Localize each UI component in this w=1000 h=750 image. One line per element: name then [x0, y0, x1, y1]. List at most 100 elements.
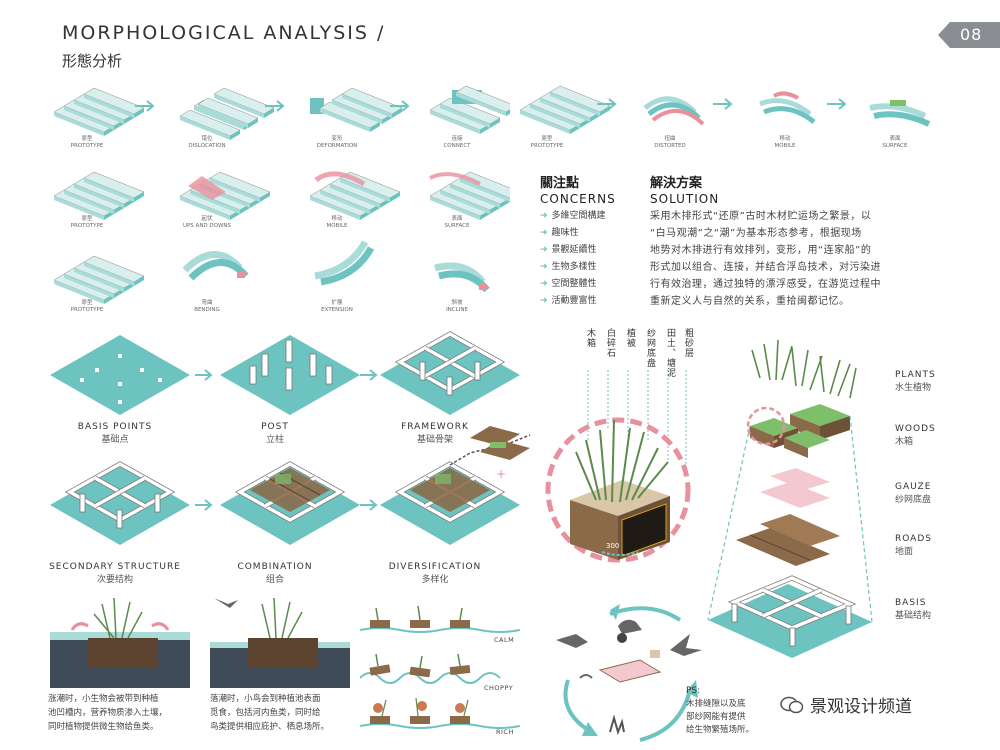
distorted-shape [643, 96, 705, 126]
planter-detail [545, 370, 702, 742]
watermark: 景观设计频道 [780, 692, 912, 717]
water-states-diagram [360, 605, 520, 729]
connect-shape [429, 85, 510, 135]
concern-item: ➜景觀延續性 [540, 245, 597, 255]
low-tide-diagram [210, 597, 350, 688]
woods-detail-circle [746, 406, 786, 446]
rich-row [360, 697, 520, 729]
low-tide-text: 落潮时，小鸟会到种植池表面觅食，包括河内鱼类，同时给鸟类提供相应庇护、栖息场所。 [210, 694, 330, 732]
mobile-shape [310, 171, 400, 220]
prototype-shape [519, 85, 611, 135]
layer-label-sand: 粗砂层 [683, 328, 693, 358]
layer-label-soil: 田土、塘泥 [665, 328, 675, 378]
incline-shape [434, 262, 490, 293]
concern-item: ➜趣味性 [540, 228, 579, 238]
bird-icon [214, 598, 238, 608]
extension-shape [314, 240, 375, 286]
arrow-right-icon: ➜ [540, 279, 548, 289]
page-number: 08 [960, 25, 983, 44]
ps-label: PS: [686, 686, 701, 696]
rich-label: RICH [496, 728, 514, 736]
woods-layer [750, 404, 850, 458]
prototype-shape [54, 256, 144, 304]
concerns-title-en: CONCERNS [540, 192, 616, 206]
solution-title-cn: 解決方案 [650, 176, 703, 191]
bending-shape [182, 251, 249, 281]
layer-label-wood-box: 木箱 [585, 328, 595, 348]
svg-text:+: + [496, 467, 506, 481]
plants-layer [751, 339, 857, 399]
concern-item: ➜生物多樣性 [540, 262, 597, 272]
solution-title-en: SOLUTION [650, 192, 720, 206]
page-subtitle: 形態分析 [62, 52, 123, 70]
wechat-icon [780, 696, 804, 714]
arrow-right-icon [194, 499, 212, 511]
layer-label-gauze: 纱网底盘 [645, 328, 655, 368]
plant-sprout-icon [609, 714, 625, 736]
arrow-right-icon: ➜ [540, 262, 548, 272]
morph-row-1 [54, 85, 510, 141]
secondary-structure-diagram [50, 464, 190, 545]
deformation-shape [310, 87, 403, 133]
calm-label: CALM [494, 636, 515, 644]
arrow-right-icon [826, 98, 846, 110]
arrow-right-icon: ➜ [540, 211, 548, 221]
post-diagram [220, 335, 360, 415]
arrow-right-icon: ➜ [540, 296, 548, 306]
concerns-list: ➜多維空間構建 ➜趣味性 ➜景觀延續性 ➜生物多樣性 ➜空間整體性 ➜活動豐富性 [540, 208, 640, 310]
sun-icon [617, 633, 627, 643]
surface-shape [869, 100, 931, 127]
high-tide-diagram [50, 597, 190, 688]
arrow-right-icon [712, 98, 732, 110]
basis-layer [708, 575, 872, 658]
gauze-layer [760, 468, 830, 508]
dislocation-shape [179, 87, 275, 141]
basis-points-diagram [50, 335, 190, 415]
concerns-title-cn: 關注點 [540, 176, 580, 191]
diversification-diagram: + [380, 426, 531, 545]
duck-icon [618, 619, 642, 634]
roads-layer [736, 514, 840, 566]
construction-diagrams: + [50, 330, 531, 545]
bird-icon [670, 634, 702, 656]
exploded-axonometric [707, 339, 873, 658]
ps-text: 木排缝隙以及底部纱网能有提供给生物繁殖场所。 [686, 699, 755, 735]
distortion-row [519, 85, 931, 135]
tide-diagrams [50, 597, 350, 688]
arrow-right-icon: ➜ [540, 245, 548, 255]
solution-text: 采用木排形式“还原”古时木材贮运场之繁景，以 “白马观潮”之“潮”为基本形态参考… [650, 211, 881, 307]
ups-and-downs-shape [180, 172, 270, 220]
arrow-right-icon [359, 369, 377, 381]
page-title: MORPHOLOGICAL ANALYSIS / [62, 22, 386, 44]
arrow-right-icon [359, 499, 377, 511]
crab-icon [579, 674, 593, 679]
arrow-right-icon [194, 369, 212, 381]
choppy-row [360, 653, 501, 684]
mobile-shape [759, 91, 816, 124]
fish-icon [556, 634, 588, 648]
calm-row [360, 605, 520, 633]
